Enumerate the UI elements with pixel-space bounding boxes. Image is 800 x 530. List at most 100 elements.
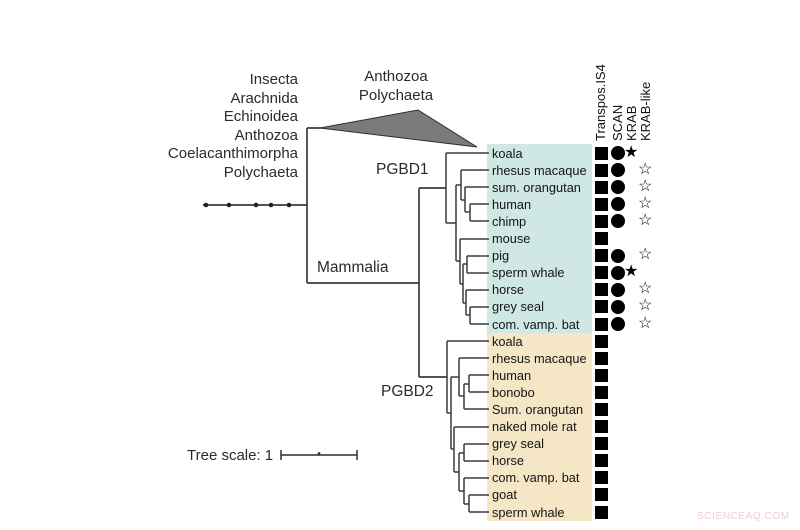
pgbd1-species-row: grey seal ☆ <box>487 297 667 315</box>
species-label: pig <box>492 248 510 264</box>
pgbd2-species-row: Sum. orangutan <box>487 401 667 418</box>
transpos-is4-marker <box>595 351 608 365</box>
transpos-is4-marker <box>595 505 608 519</box>
tree-scale-label: Tree scale: 1 <box>187 447 274 464</box>
pgbd1-species-row: mouse <box>487 230 667 247</box>
transpos-is4-marker <box>595 266 608 280</box>
transpos-is4-marker <box>595 454 608 468</box>
scan-marker <box>611 299 625 314</box>
collapsed-clade-label-line2: Polychaeta <box>358 86 434 104</box>
collapsed-clade-label-line1: Anthozoa <box>364 68 428 85</box>
pgbd2-species-row: bonobo <box>487 384 667 401</box>
transpos-is4-marker <box>595 197 608 211</box>
krab-like-marker: ☆ <box>638 314 653 332</box>
krab-like-marker: ☆ <box>638 194 653 212</box>
species-label: goat <box>492 487 517 503</box>
krab-like-marker: ☆ <box>638 177 653 195</box>
species-label: mouse <box>492 231 531 246</box>
krab-like-marker: ☆ <box>638 297 653 315</box>
scan-marker <box>611 265 625 280</box>
species-label: rhesus macaque <box>492 162 587 178</box>
transpos-is4-marker <box>595 420 608 433</box>
transpos-is4-marker <box>595 232 608 245</box>
species-label: sperm whale <box>492 265 565 281</box>
species-label: human <box>492 196 532 212</box>
scan-marker <box>611 317 625 331</box>
transpos-is4-marker <box>595 163 608 177</box>
transpos-is4-marker <box>595 471 608 485</box>
transpos-is4-marker <box>595 214 608 228</box>
pgbd2-subtree-branches <box>446 340 489 513</box>
pgbd1-species-row: com. vamp. bat ☆ <box>487 314 667 333</box>
pgbd2-species-row: goat <box>487 486 667 503</box>
pgbd1-label: PGBD1 <box>376 161 429 178</box>
pgbd1-species-row: horse ☆ <box>487 280 667 298</box>
pgbd2-highlight-box <box>487 333 592 521</box>
collapsed-clade-label: Anthozoa Polychaeta <box>340 68 452 105</box>
species-label: com. vamp. bat <box>492 470 580 486</box>
pgbd2-species-row: naked mole rat <box>487 418 667 435</box>
species-label: naked mole rat <box>492 419 577 434</box>
species-label: chimp <box>492 213 527 229</box>
transpos-is4-marker <box>595 180 608 194</box>
scan-marker <box>611 180 625 195</box>
pgbd1-species-row: koala ★ <box>487 143 667 162</box>
species-label: bonobo <box>492 384 535 400</box>
transpos-is4-marker <box>595 249 608 263</box>
pgbd2-species-row: sperm whale <box>487 504 667 521</box>
krab-like-marker: ☆ <box>638 211 653 229</box>
scan-marker <box>611 282 625 297</box>
pgbd2-species-row: horse <box>487 452 667 469</box>
pgbd1-species-row: sum. orangutan ☆ <box>487 177 667 196</box>
outgroup-taxon-label: Coelacanthimorpha <box>167 145 298 162</box>
column-header-transpos-is4: Transpos.IS4 <box>593 64 608 141</box>
watermark: SCIENCEAQ.COM <box>697 511 790 522</box>
mammalia-label: Mammalia <box>317 259 389 276</box>
species-label: grey seal <box>492 299 544 315</box>
pgbd2-species-row: rhesus macaque <box>487 350 667 367</box>
species-label: sum. orangutan <box>492 179 581 195</box>
species-label: com. vamp. bat <box>492 316 580 332</box>
transpos-is4-marker <box>595 385 608 399</box>
pgbd2-species-row: human <box>487 367 667 384</box>
species-label: koala <box>492 333 523 349</box>
species-label: sperm whale <box>492 504 565 520</box>
pgbd1-species-row: chimp ☆ <box>487 211 667 230</box>
tree-scale-bar <box>280 450 358 460</box>
scan-marker <box>611 197 625 212</box>
scan-marker <box>611 146 625 160</box>
species-label: horse <box>492 282 525 298</box>
transpos-is4-marker <box>595 317 608 331</box>
transpos-is4-marker <box>595 283 608 297</box>
pgbd1-species-row: pig ☆ <box>487 246 667 264</box>
pgbd2-species-row: com. vamp. bat <box>487 469 667 486</box>
pgbd1-subtree-branches <box>445 152 489 325</box>
transpos-is4-marker <box>595 300 608 314</box>
transpos-is4-marker <box>595 334 608 348</box>
krab-like-marker: ☆ <box>638 246 653 264</box>
krab-marker: ★ <box>624 263 639 281</box>
pgbd2-species-row: koala <box>487 333 667 350</box>
pgbd1-species-row: sperm whale ★ <box>487 263 667 281</box>
scan-marker <box>611 214 625 229</box>
species-label: Sum. orangutan <box>492 401 584 417</box>
pgbd1-species-row: rhesus macaque☆ <box>487 161 667 179</box>
root-branch-node-dots <box>203 202 292 208</box>
scan-marker <box>611 248 625 263</box>
collapsed-clade-triangle <box>319 109 478 148</box>
pgbd1-species-row: human ☆ <box>487 194 667 213</box>
species-label: horse <box>492 453 525 469</box>
column-header-krab: KRAB <box>624 105 639 141</box>
species-label: koala <box>492 145 523 161</box>
column-header-krab-like: KRAB-like <box>638 81 653 141</box>
krab-marker: ★ <box>624 143 639 161</box>
transpos-is4-marker <box>595 488 608 502</box>
outgroup-taxon-label: Arachnida <box>230 89 298 107</box>
krab-like-marker: ☆ <box>638 280 653 298</box>
transpos-is4-marker <box>595 368 608 382</box>
species-label: rhesus macaque <box>492 350 587 366</box>
species-label: human <box>492 367 532 383</box>
